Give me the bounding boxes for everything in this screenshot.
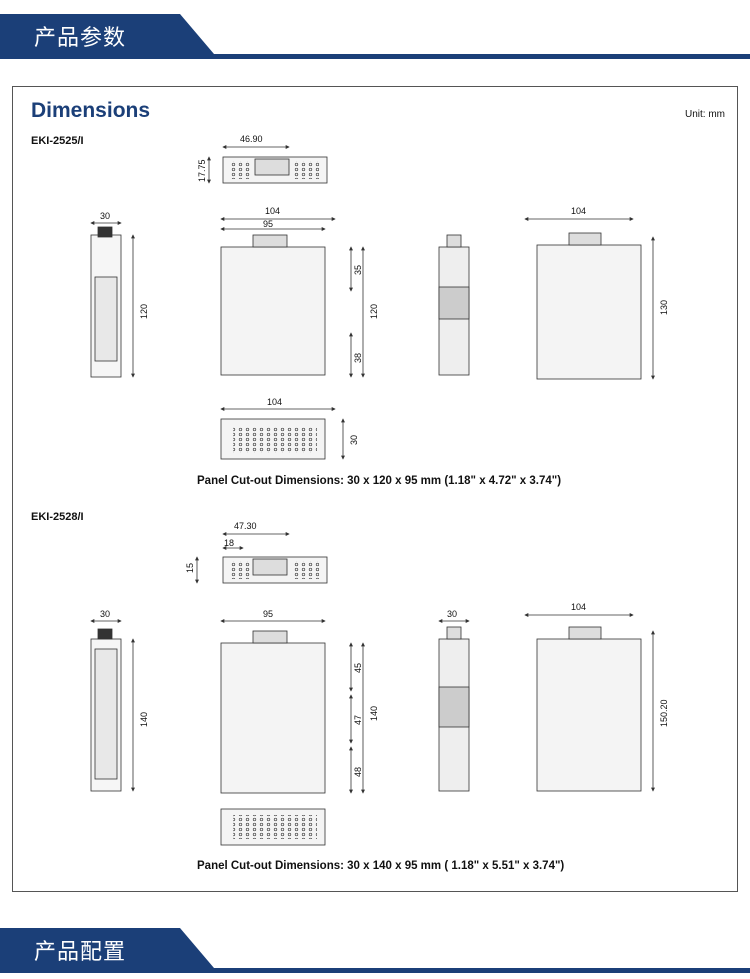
dim-back-height: 150.20	[659, 699, 669, 727]
dim-back-height: 130	[659, 300, 669, 315]
dim-side-mid: 47	[353, 715, 363, 725]
unit-label: Unit: mm	[685, 109, 725, 120]
dimensions-sheet: Dimensions Unit: mm EKI-2525/I Panel Cut…	[12, 86, 738, 892]
dim-side-width: 95	[263, 609, 273, 619]
dim-side-height: 120	[369, 304, 379, 319]
dim-side-inner: 95	[263, 219, 273, 229]
side-view-2525	[220, 217, 365, 378]
top-view-2528	[195, 532, 328, 584]
dim-rear-width: 30	[447, 609, 457, 619]
bottom-view-2525	[220, 407, 345, 460]
cutout-text: Panel Cut-out Dimensions: 30 x 120 x 95 …	[197, 475, 562, 487]
banner-title: 产品参数	[34, 26, 127, 51]
dim-back-width: 104	[571, 206, 586, 216]
dim-front-height: 140	[139, 712, 149, 727]
dim-front-width: 30	[100, 211, 110, 221]
model-name: EKI-2528/I	[31, 511, 84, 523]
back-view-2525	[524, 217, 655, 380]
dim-front-width: 30	[100, 609, 110, 619]
bottom-view-2528	[220, 808, 326, 846]
banner-title: 产品配置	[34, 940, 127, 965]
rear-view-2528	[438, 619, 470, 792]
front-view-2528	[90, 619, 135, 792]
dim-top-height: 17.75	[197, 159, 207, 182]
dim-side-bottom: 48	[353, 767, 363, 777]
dim-side-width: 104	[265, 206, 280, 216]
dim-bottom-height: 30	[349, 435, 359, 445]
top-view-2525	[207, 145, 328, 184]
front-view-2525	[90, 221, 135, 378]
section-banner-config: 产品配置	[0, 914, 750, 976]
dimension-drawings: 46.90 17.75 30 120 104 95	[90, 134, 669, 846]
dim-top-height: 15	[185, 563, 195, 573]
dim-side-top: 45	[353, 663, 363, 673]
model-name: EKI-2525/I	[31, 135, 84, 147]
dim-bottom-width: 104	[267, 397, 282, 407]
dim-back-width: 104	[571, 602, 586, 612]
rear-view-2525	[438, 234, 470, 376]
dim-front-height: 120	[139, 304, 149, 319]
sheet-title: Dimensions	[31, 99, 151, 122]
dim-side-bottom: 38	[353, 353, 363, 363]
back-view-2528	[524, 613, 655, 792]
side-view-2528	[220, 619, 365, 794]
dim-top-sub: 18	[224, 538, 234, 548]
dim-side-height: 140	[369, 706, 379, 721]
dim-top-width: 47.30	[234, 521, 257, 531]
dim-top-width: 46.90	[240, 134, 263, 144]
dim-side-top: 35	[353, 265, 363, 275]
cutout-text: Panel Cut-out Dimensions: 30 x 140 x 95 …	[197, 860, 565, 872]
section-banner-params: 产品参数	[0, 0, 750, 62]
